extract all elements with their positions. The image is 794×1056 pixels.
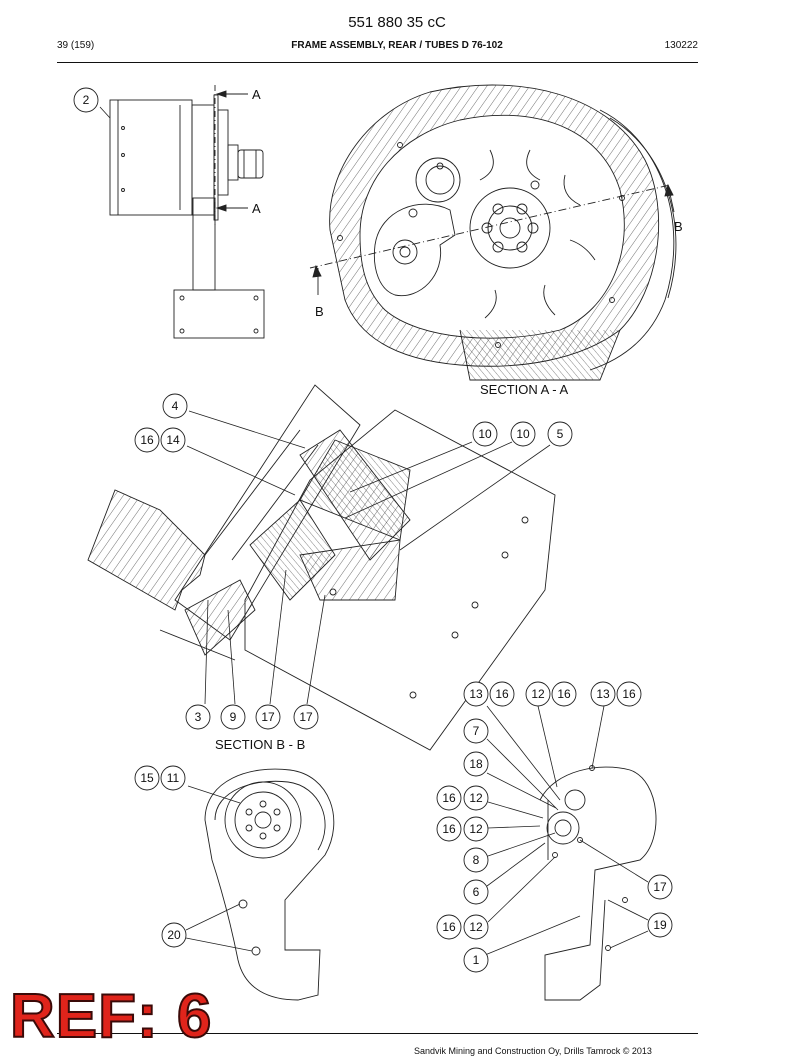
svg-text:3: 3: [195, 710, 202, 724]
svg-text:7: 7: [473, 724, 480, 738]
callout-19: 19: [647, 912, 673, 938]
callout-16: 16: [489, 681, 515, 707]
header-rule: [57, 62, 698, 63]
cut-label-a-bottom: A: [252, 201, 261, 216]
page-number: 39 (159): [57, 40, 95, 51]
svg-text:14: 14: [166, 433, 180, 447]
callout-2: 2: [73, 87, 99, 113]
reference-stamp: REF: 6: [9, 982, 213, 1051]
callout-18: 18: [463, 751, 489, 777]
svg-text:18: 18: [469, 757, 483, 771]
callout-12: 12: [463, 914, 489, 940]
callout-16: 16: [134, 427, 160, 453]
callout-10: 10: [510, 421, 536, 447]
svg-text:16: 16: [442, 920, 456, 934]
svg-text:20: 20: [167, 928, 181, 942]
revision-date: 130222: [664, 40, 698, 51]
footer-rule: [57, 1033, 698, 1034]
callout-16: 16: [436, 785, 462, 811]
svg-text:17: 17: [653, 880, 667, 894]
footer-copyright: Sandvik Mining and Construction Oy, Dril…: [414, 1046, 652, 1056]
callouts: 2 4 16 14 10 10 5 3 9 17 17 15 11 20 13 …: [73, 87, 673, 973]
callout-6: 6: [463, 879, 489, 905]
svg-text:8: 8: [473, 853, 480, 867]
svg-text:1: 1: [473, 953, 480, 967]
document-number: 551 880 35 cC: [348, 14, 446, 31]
svg-text:19: 19: [653, 918, 667, 932]
section-bb-label: SECTION B - B: [215, 737, 305, 752]
svg-text:17: 17: [299, 710, 313, 724]
callout-16: 16: [551, 681, 577, 707]
side-view: A A: [109, 85, 265, 339]
svg-text:13: 13: [469, 687, 483, 701]
svg-text:6: 6: [473, 885, 480, 899]
svg-text:12: 12: [469, 791, 483, 805]
bottom-right-view: [539, 765, 657, 1001]
callout-1: 1: [463, 947, 489, 973]
callout-10: 10: [472, 421, 498, 447]
section-bb-view: SECTION B - B: [87, 384, 556, 752]
callout-4: 4: [162, 393, 188, 419]
callout-12: 12: [463, 785, 489, 811]
svg-text:4: 4: [172, 399, 179, 413]
callout-15: 15: [134, 765, 160, 791]
callout-9: 9: [220, 704, 246, 730]
svg-text:16: 16: [442, 822, 456, 836]
svg-text:2: 2: [83, 93, 90, 107]
callout-7: 7: [463, 718, 489, 744]
cut-label-b-right: B: [674, 219, 683, 234]
svg-text:9: 9: [230, 710, 237, 724]
bottom-left-view: [204, 768, 335, 1001]
section-aa-label: SECTION A - A: [480, 382, 568, 397]
callout-17: 17: [293, 704, 319, 730]
leader-lines: [99, 106, 649, 956]
svg-text:12: 12: [469, 822, 483, 836]
svg-text:16: 16: [622, 687, 636, 701]
page-title: FRAME ASSEMBLY, REAR / TUBES D 76-102: [291, 40, 503, 51]
callout-14: 14: [160, 427, 186, 453]
callout-17: 17: [255, 704, 281, 730]
callout-20: 20: [161, 922, 187, 948]
callout-16: 16: [436, 816, 462, 842]
svg-text:17: 17: [261, 710, 275, 724]
section-aa-view: B B SECTION A - A: [309, 84, 683, 397]
svg-text:12: 12: [531, 687, 545, 701]
callout-16: 16: [436, 914, 462, 940]
callout-12: 12: [463, 816, 489, 842]
callout-5: 5: [547, 421, 573, 447]
svg-text:13: 13: [596, 687, 610, 701]
callout-17: 17: [647, 874, 673, 900]
cut-label-b-left: B: [315, 304, 324, 319]
callout-13: 13: [463, 681, 489, 707]
callout-16: 16: [616, 681, 642, 707]
callout-8: 8: [463, 847, 489, 873]
callout-11: 11: [160, 765, 186, 791]
svg-text:15: 15: [140, 771, 154, 785]
svg-text:16: 16: [495, 687, 509, 701]
cut-label-a-top: A: [252, 87, 261, 102]
svg-text:16: 16: [442, 791, 456, 805]
svg-text:16: 16: [557, 687, 571, 701]
svg-text:5: 5: [557, 427, 564, 441]
callout-13: 13: [590, 681, 616, 707]
svg-text:10: 10: [516, 427, 530, 441]
svg-text:12: 12: [469, 920, 483, 934]
callout-12: 12: [525, 681, 551, 707]
callout-3: 3: [185, 704, 211, 730]
svg-text:10: 10: [478, 427, 492, 441]
svg-text:11: 11: [167, 771, 180, 785]
svg-text:16: 16: [140, 433, 154, 447]
